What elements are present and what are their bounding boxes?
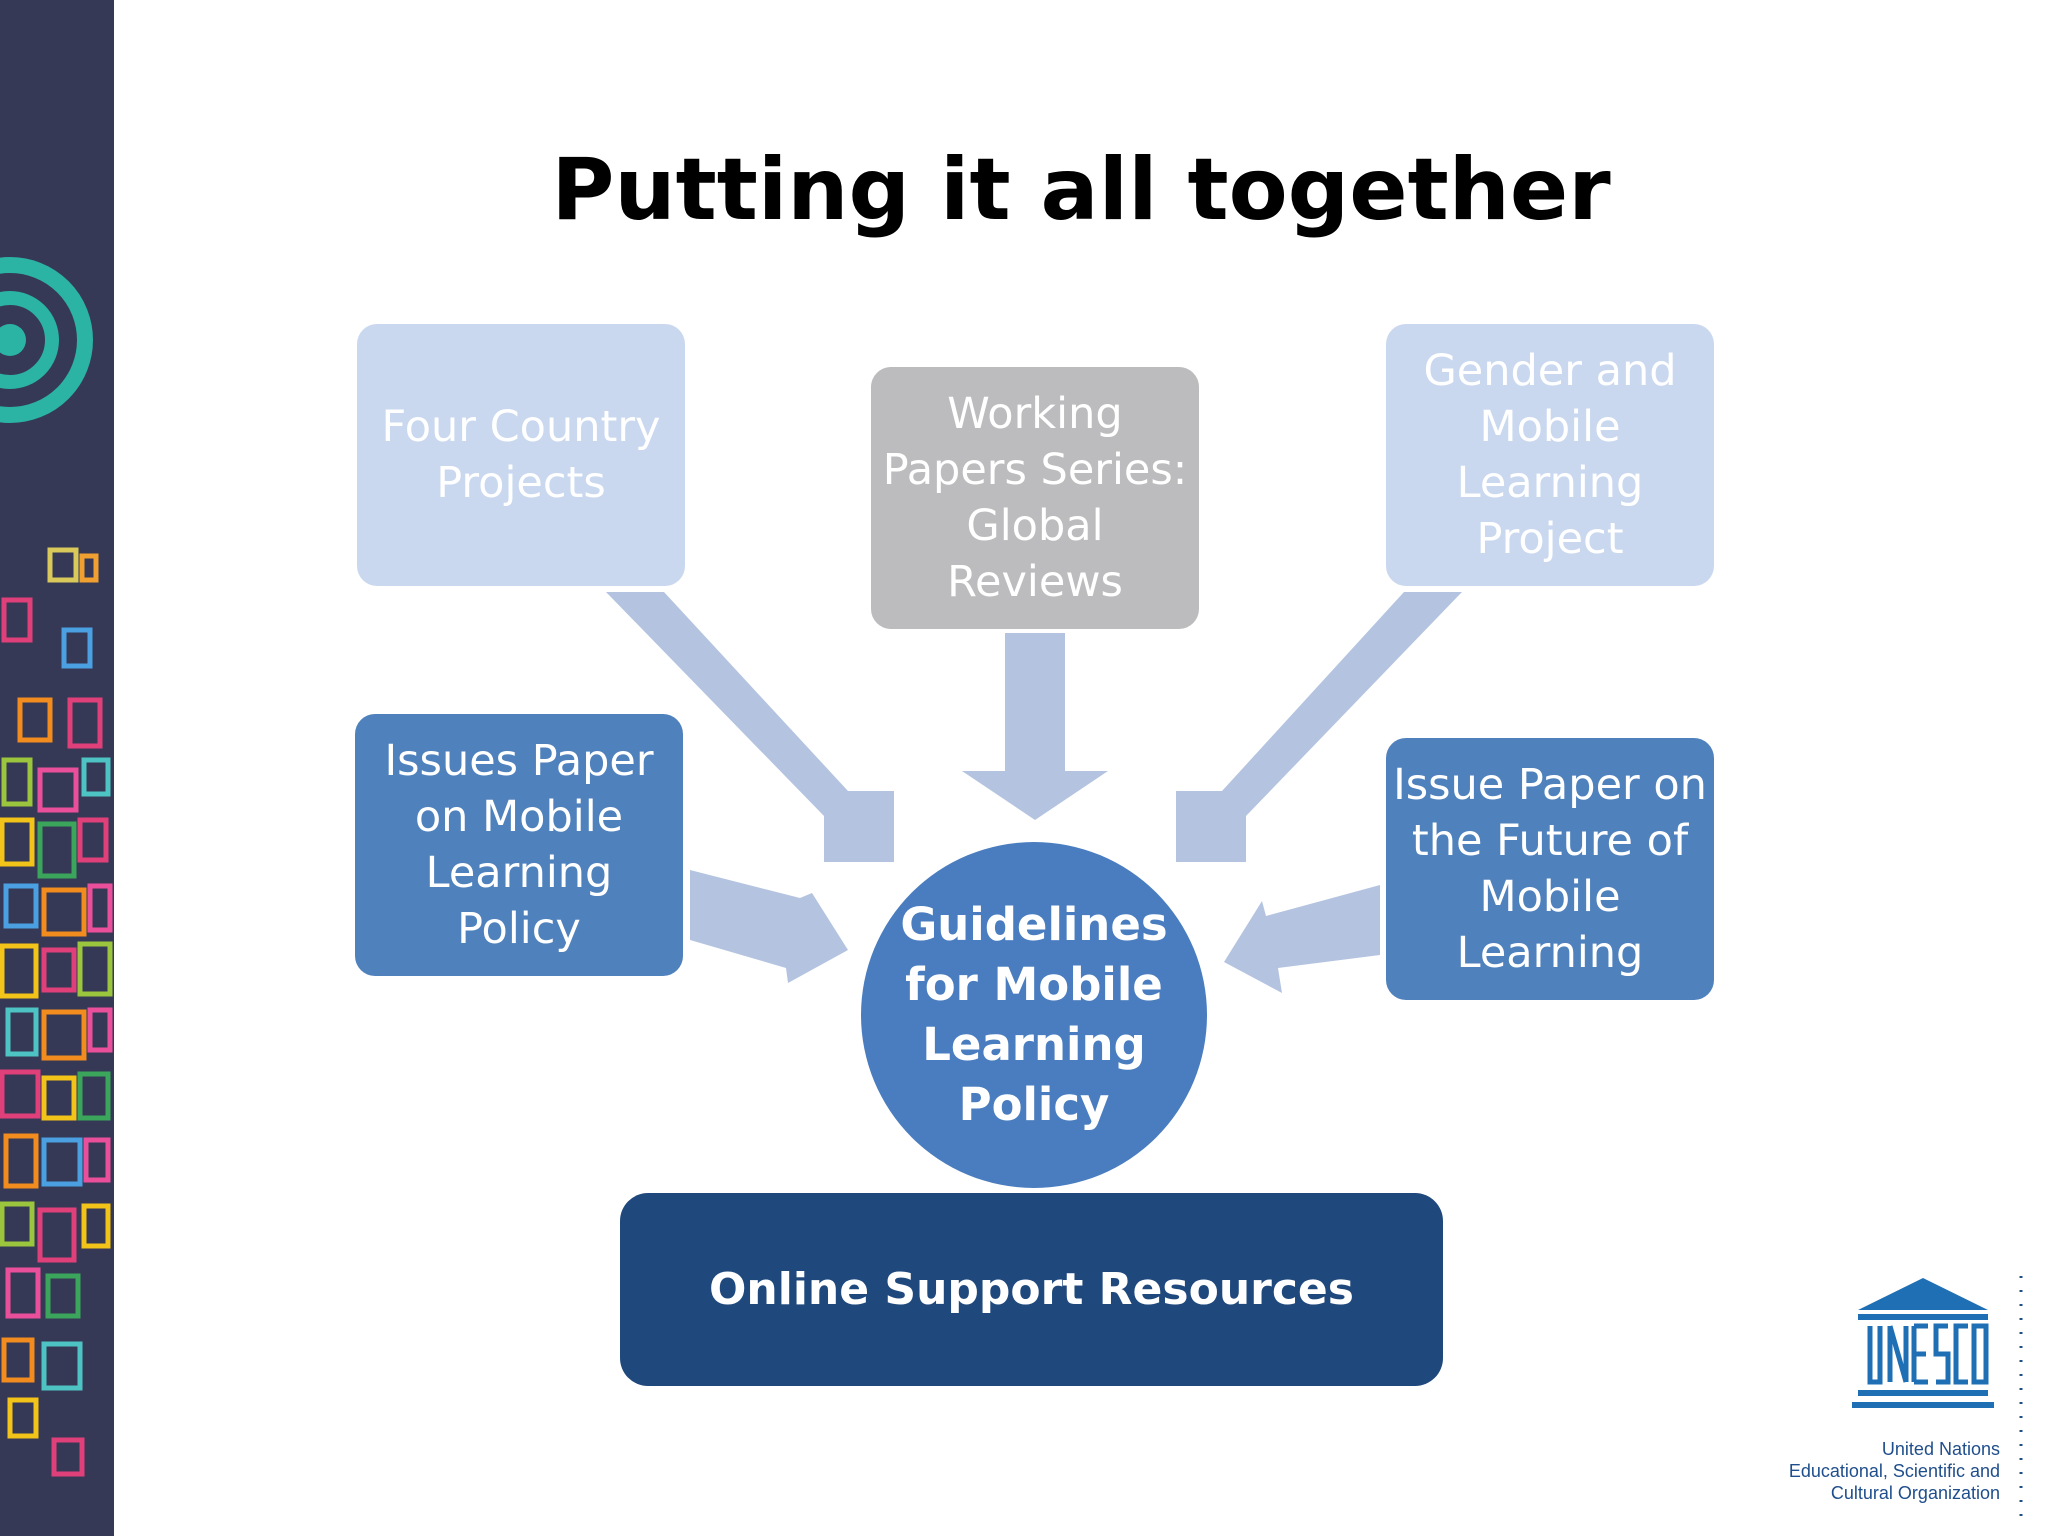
logo-dotted-divider: [2019, 1276, 2023, 1526]
arrow-working-papers: [962, 633, 1108, 820]
unesco-temple-emblem: [1852, 1278, 1994, 1408]
node-four-country-projects: Four Country Projects: [357, 324, 685, 586]
node-issues-paper-policy: Issues Paper on Mobile Learning Policy: [355, 714, 683, 976]
arrow-issues-paper: [690, 870, 848, 983]
unesco-logo: United Nations Educational, Scientific a…: [1760, 1270, 2040, 1526]
sidebar-pattern: [0, 257, 113, 1477]
node-online-support-resources: Online Support Resources: [620, 1193, 1443, 1386]
node-gender-mobile-learning: Gender and Mobile Learning Project: [1386, 324, 1714, 586]
node-issue-paper-future: Issue Paper on the Future of Mobile Lear…: [1386, 738, 1714, 1000]
decorative-sidebar: [0, 0, 114, 1536]
node-working-papers: Working Papers Series: Global Reviews: [871, 367, 1199, 629]
arrow-four-country: [606, 592, 894, 862]
node-guidelines-center: Guidelines for Mobile Learning Policy: [861, 842, 1207, 1188]
slide-title: Putting it all together: [551, 140, 1611, 240]
arrow-issue-future: [1224, 885, 1380, 993]
organization-name: United Nations Educational, Scientific a…: [1788, 1439, 2000, 1503]
arrow-gender: [1176, 592, 1462, 862]
